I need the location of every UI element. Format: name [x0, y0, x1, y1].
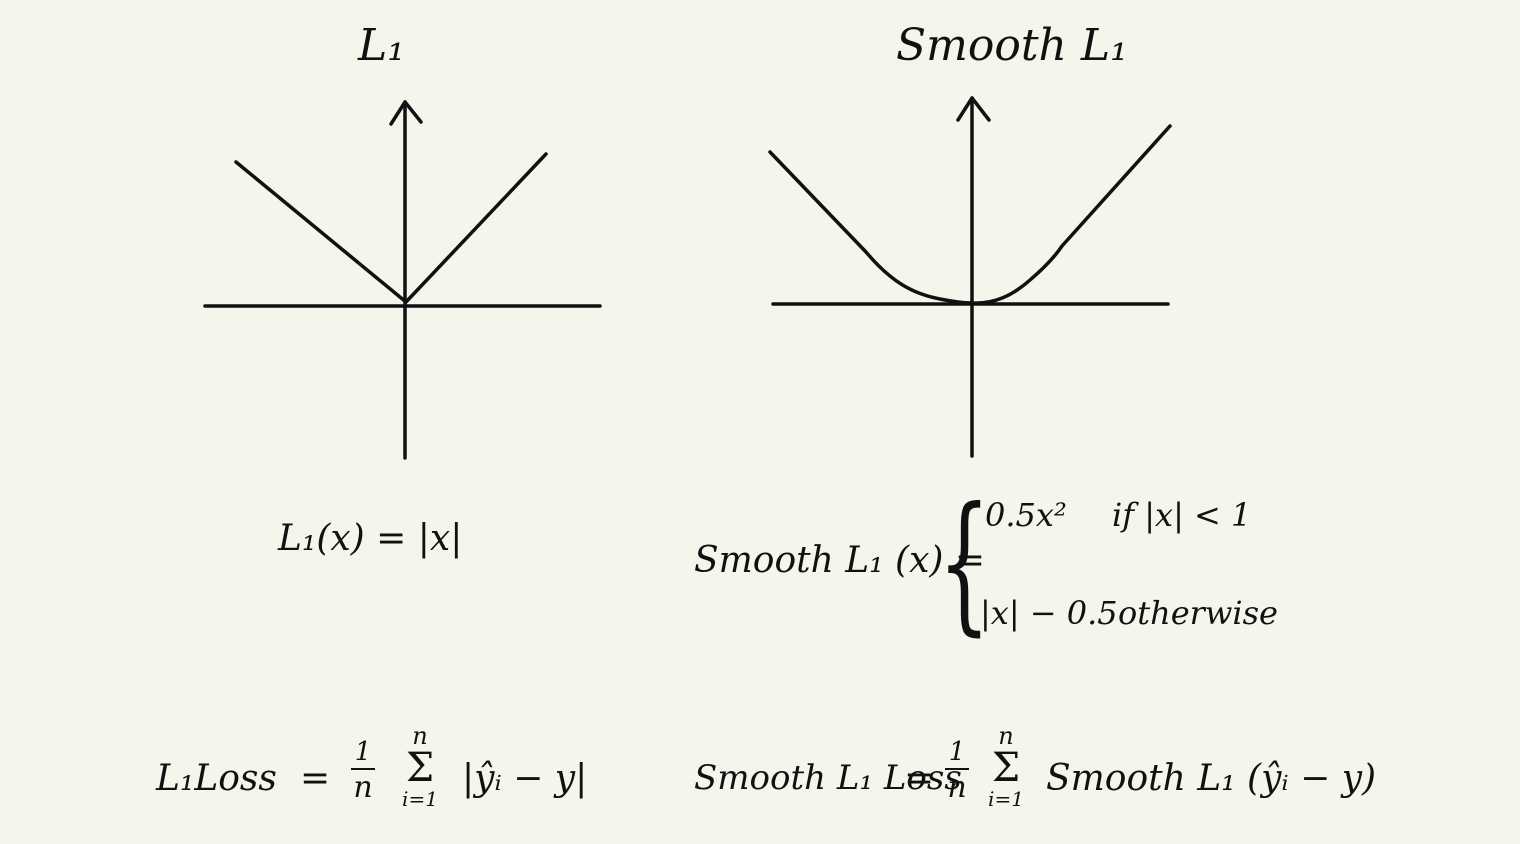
- l1-loss-fraction-numerator: 1: [354, 737, 372, 767]
- smooth-l1-loss-fraction-bar: [945, 768, 969, 770]
- smooth-l1-loss-sum-lower: i=1: [988, 787, 1024, 811]
- smooth-l1-loss-summation: n Σ i=1: [984, 724, 1028, 810]
- smooth-l1-loss-fraction-numerator: 1: [948, 737, 966, 767]
- smooth-l1-curve: [768, 124, 1172, 305]
- l1-graph: [203, 100, 602, 460]
- case-1-condition: if |x| < 1: [1112, 496, 1252, 534]
- smooth-l1-graph: [768, 96, 1172, 458]
- l1-loss-equals: =: [300, 758, 331, 799]
- sigma-symbol: Σ: [405, 745, 435, 791]
- l1-loss-fraction-bar: [351, 768, 375, 770]
- l1-loss-summation: n Σ i=1: [398, 724, 442, 810]
- l1-formula: L₁(x) = |x|: [278, 518, 463, 559]
- l1-abs-curve: [234, 152, 548, 304]
- piecewise-brace: {: [938, 476, 991, 650]
- l1-y-axis-arrowhead: [389, 100, 423, 126]
- smooth-l1-loss-equals: =: [904, 758, 935, 799]
- l1-title: L₁: [358, 20, 405, 71]
- l1-loss-fraction: 1 n: [348, 738, 378, 804]
- smooth-l1-loss-body: Smooth L₁ (ŷᵢ − y): [1046, 758, 1377, 799]
- l1-loss-label: L₁Loss: [156, 758, 277, 799]
- l1-loss-body: |ŷᵢ − y|: [462, 758, 588, 799]
- sigma-symbol: Σ: [991, 745, 1021, 791]
- smooth-l1-loss-fraction-denominator: n: [947, 770, 967, 805]
- case-2-condition: otherwise: [1118, 594, 1278, 632]
- smooth-l1-loss-sum-upper: n: [998, 722, 1014, 750]
- case-1-expression: 0.5x²: [985, 496, 1067, 534]
- smooth-l1-formula-lhs: Smooth L₁ (x) =: [694, 540, 986, 581]
- l1-loss-sum-lower: i=1: [402, 787, 438, 811]
- smooth-l1-loss-label: Smooth L₁ Loss: [694, 758, 962, 798]
- l1-loss-fraction-denominator: n: [353, 770, 373, 805]
- smooth-l1-loss-fraction: 1 n: [942, 738, 972, 804]
- l1-loss-sum-upper: n: [412, 722, 428, 750]
- smooth-l1-title: Smooth L₁: [896, 20, 1128, 71]
- case-2-expression: |x| − 0.5: [980, 594, 1118, 632]
- smooth-l1-y-axis-arrowhead: [956, 96, 991, 122]
